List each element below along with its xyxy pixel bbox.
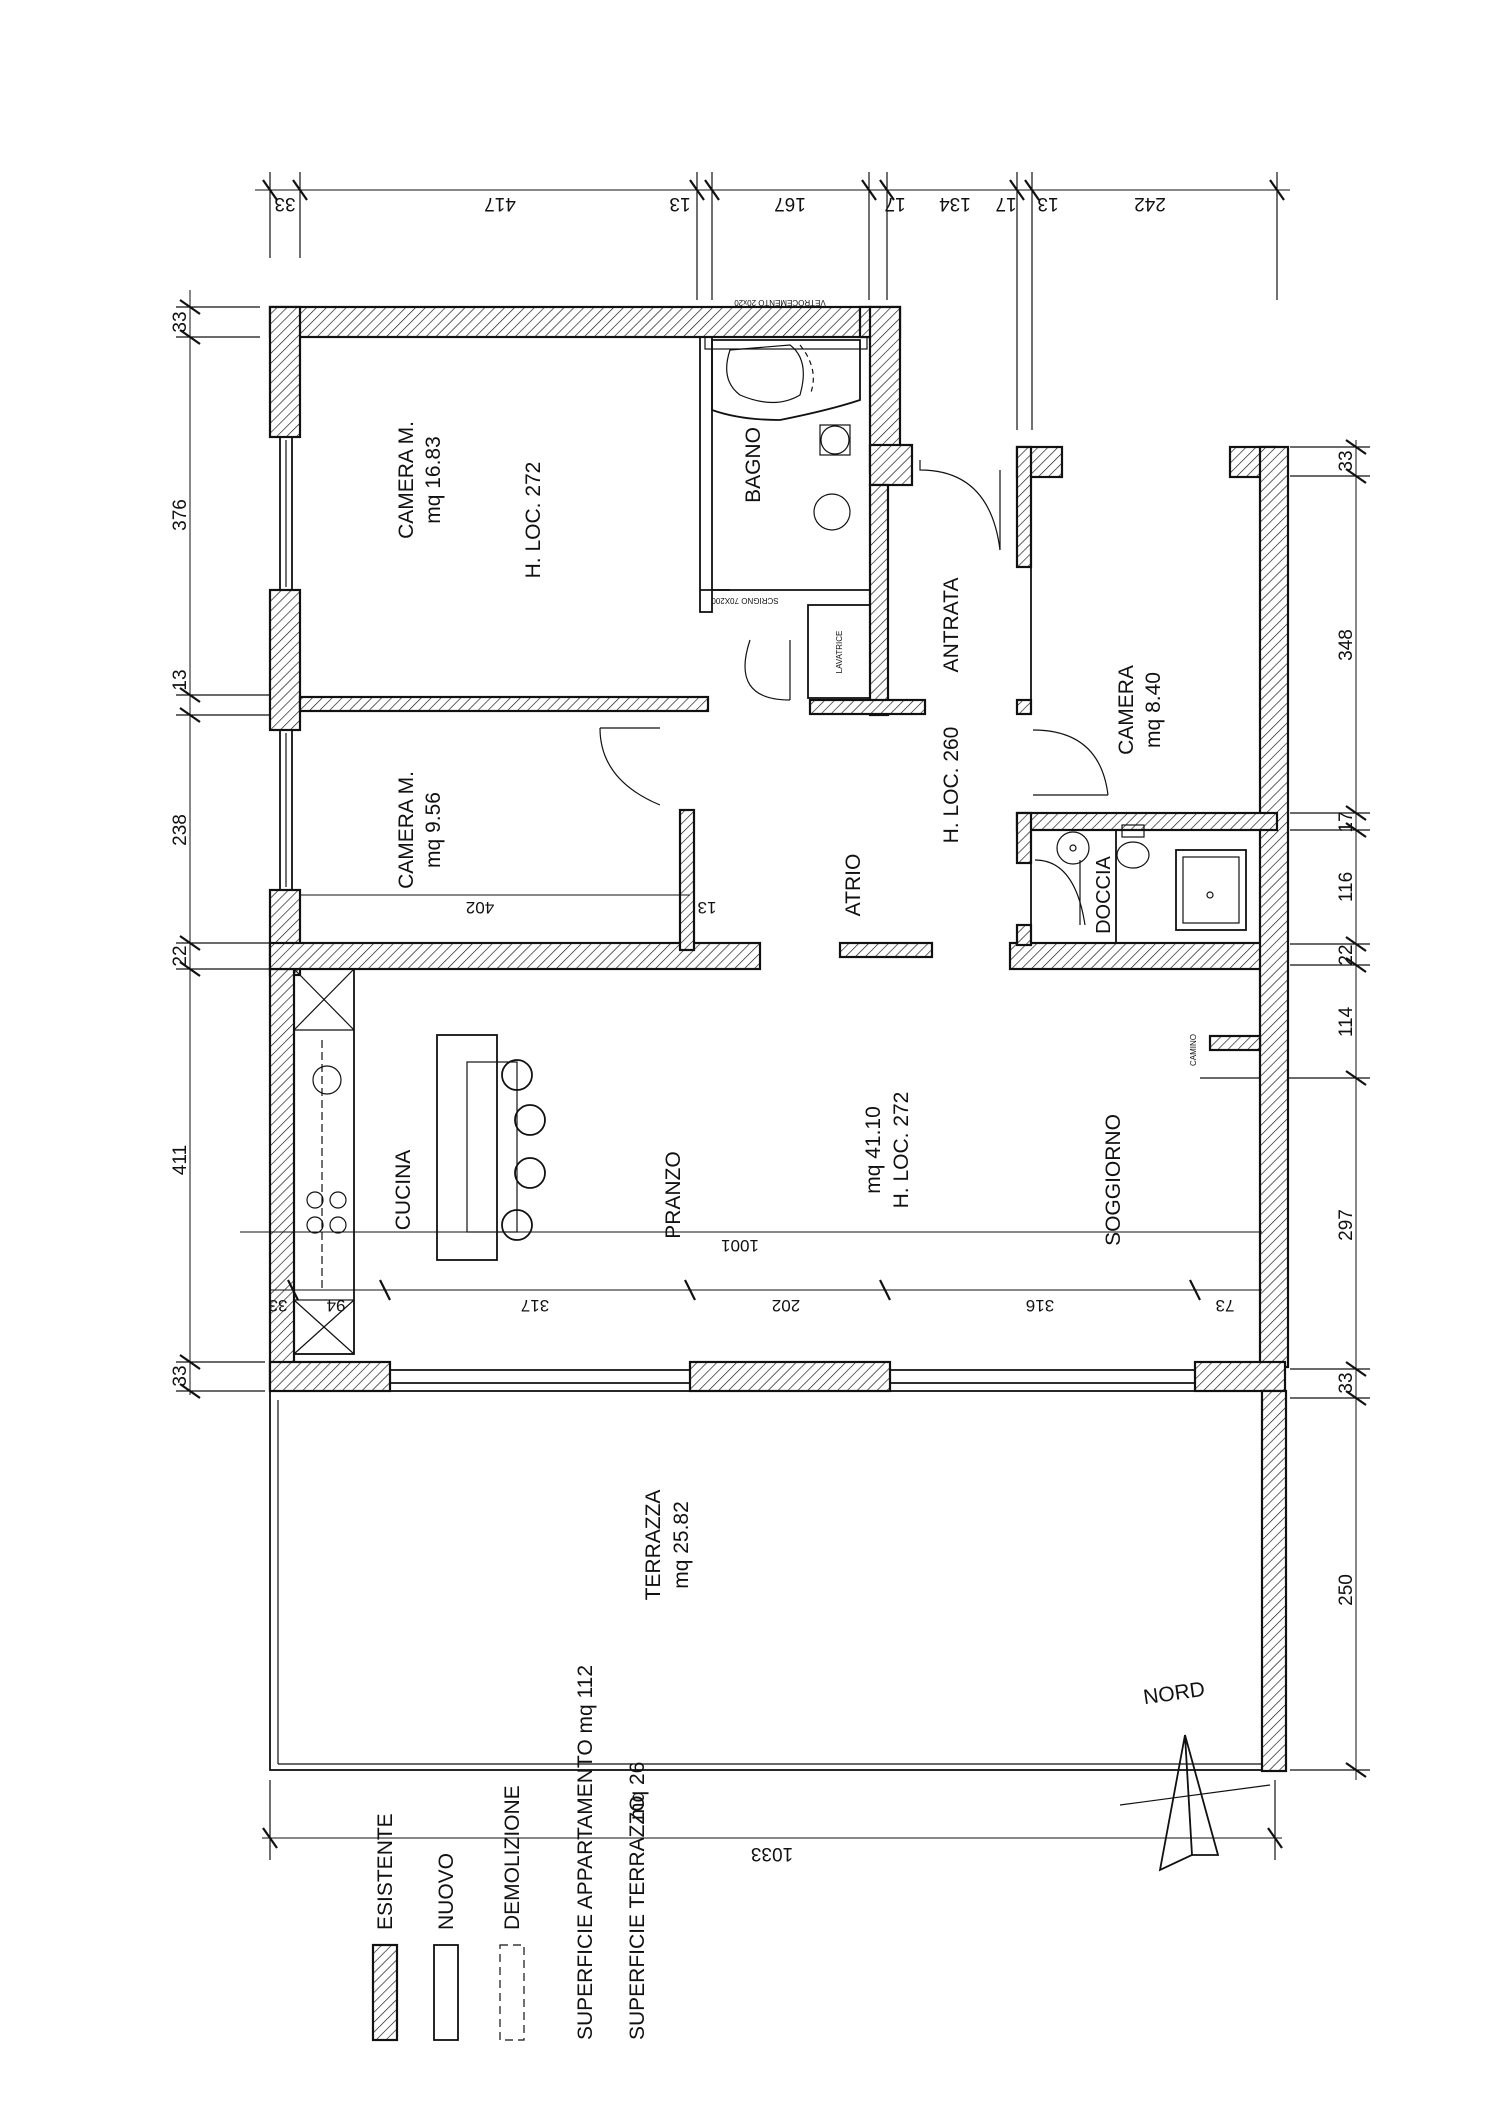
room-camera-name: CAMERA: [1115, 665, 1138, 755]
room-antrata-name: ANTRATA: [940, 578, 963, 673]
room-cucina-name: CUCINA: [392, 1150, 415, 1231]
camino-label: CAMINO: [1189, 1034, 1198, 1066]
dim-right-6: 114: [1336, 1006, 1357, 1037]
dim-right-5: 22: [1336, 944, 1357, 965]
dim-top-7: 17: [995, 193, 1016, 214]
dim-bottom-5: 316: [1026, 1296, 1054, 1315]
walls-existing: [268, 305, 1290, 1773]
legend-nuovo-swatch: [433, 1944, 459, 2041]
dim-right-2: 348: [1336, 629, 1357, 661]
room-camera-m2-name: CAMERA M.: [395, 771, 418, 889]
dim-top-6: 134: [939, 193, 971, 214]
dim-right-8: 33: [1336, 1372, 1357, 1393]
overall-dimension: 1033: [262, 1780, 1283, 1864]
dim-bottom-4: 202: [772, 1296, 800, 1315]
dim-top-8: 13: [1037, 193, 1058, 214]
dim-left-5: 22: [170, 945, 191, 966]
north-arrow: NORD: [1119, 1678, 1271, 1872]
room-atrio-name: ATRIO: [842, 854, 865, 917]
dim-overall: 1033: [751, 1843, 793, 1864]
dim-left-3: 13: [170, 669, 191, 690]
room-atrio-height: H. LOC. 260: [940, 727, 963, 844]
dim-top-5: 17: [884, 193, 905, 214]
room-terrazza-area: mq 25.82: [670, 1501, 693, 1589]
dim-left-7: 33: [170, 1365, 191, 1386]
room-camera-m1-height: H. LOC. 272: [522, 462, 545, 579]
dim-bottom-6: 73: [1216, 1296, 1235, 1315]
room-camera-area: mq 8.40: [1142, 672, 1165, 748]
fixture-labels: VETROCEMENTO 20x20 SCRIGNO 70X200 LAVATR…: [711, 298, 1198, 1066]
dim-right-7: 297: [1336, 1209, 1357, 1241]
room-camera-m1-area: mq 16.83: [422, 436, 445, 524]
left-dimension-chain: 33 376 13 238 22 411 33: [170, 290, 275, 1399]
room-labels: CAMERA M. mq 16.83 H. LOC. 272 BAGNO CAM…: [392, 421, 1165, 1600]
room-pranzo-name: PRANZO: [662, 1151, 685, 1239]
dim-top-9: 242: [1134, 193, 1166, 214]
room-terrazza-name: TERRAZZA: [642, 1490, 665, 1601]
legend-demolizione: DEMOLIZIONE: [501, 1785, 524, 1930]
legend-esistente: ESISTENTE: [374, 1813, 397, 1930]
legend-superficie-appartamento: SUPERFICIE APPARTAMENTO mq 112: [574, 1665, 597, 2040]
dim-top-1: 33: [274, 193, 295, 214]
dim-top-3: 13: [669, 193, 690, 214]
legend-nuovo: NUOVO: [435, 1853, 458, 1930]
legend-superficie-terrazzo-value: mq 26: [626, 1762, 649, 1820]
dim-right-1: 33: [1336, 450, 1357, 471]
dim-left-6: 411: [170, 1145, 191, 1175]
room-camera-m1-name: CAMERA M.: [395, 421, 418, 539]
room-camera-m2-area: mq 9.56: [422, 792, 445, 868]
legend: ESISTENTE NUOVO DEMOLIZIONE SUPERFICIE A…: [371, 1665, 649, 2042]
lavatrice-label: LAVATRICE: [835, 631, 844, 674]
dim-top-2: 417: [484, 193, 516, 214]
dim-bottom-2: 94: [327, 1296, 346, 1315]
legend-superficie-terrazzo: SUPERFICIE TERRAZZO: [626, 1795, 649, 2040]
vetrocemento-label: VETROCEMENTO 20x20: [734, 298, 826, 307]
dim-right-3: 17: [1336, 811, 1357, 832]
dim-13: 13: [698, 898, 717, 917]
legend-demolizione-swatch: [499, 1944, 525, 2041]
interior-dimensions: 402 13 1001 33 94 317 202 316 73: [240, 894, 1262, 1315]
right-dimension-chain: 33 348 17 116 22 114 297 33 250: [1200, 439, 1370, 1780]
dim-left-4: 238: [170, 814, 191, 846]
dim-402: 402: [466, 898, 494, 917]
dim-left-1: 33: [170, 311, 191, 332]
dim-bottom-3: 317: [521, 1296, 549, 1315]
dim-top-4: 167: [774, 193, 806, 214]
interior-lines: [269, 336, 1263, 1771]
room-soggiorno-name: SOGGIORNO: [1102, 1114, 1125, 1246]
dim-1001: 1001: [721, 1236, 759, 1255]
room-living-area: mq 41.10: [862, 1106, 885, 1194]
room-doccia-name: DOCCIA: [1093, 855, 1115, 933]
door-swings: [599, 460, 1109, 926]
dim-bottom-1: 33: [269, 1296, 288, 1315]
north-label: NORD: [1142, 1678, 1206, 1709]
room-living-height: H. LOC. 272: [890, 1092, 913, 1209]
dim-right-4: 116: [1336, 872, 1357, 902]
top-dimension-chain: 33 417 13 167 17 134 17 13 242: [255, 172, 1290, 430]
dim-left-2: 376: [170, 499, 191, 531]
scrigno-label: SCRIGNO 70X200: [711, 596, 779, 605]
room-bagno-name: BAGNO: [742, 427, 765, 503]
legend-esistente-swatch: [371, 1943, 399, 2042]
dim-right-9: 250: [1336, 1574, 1357, 1606]
